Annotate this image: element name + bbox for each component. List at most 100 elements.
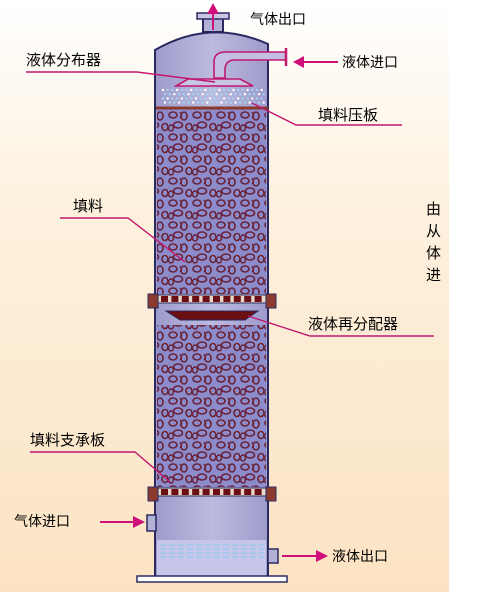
plate-slot: [233, 489, 241, 495]
liquid-redistributor: [164, 310, 260, 321]
plate-slot: [233, 296, 241, 302]
right-margin: [449, 0, 479, 592]
spray-droplet: [227, 88, 230, 92]
bottom-flange-left: [147, 486, 159, 502]
spray-droplet: [204, 97, 207, 100]
bottom-plate-slots: [161, 489, 262, 495]
label-packing-support-plate: 填料支承板: [30, 431, 106, 449]
spray-droplet: [166, 97, 169, 100]
spray-droplet: [173, 93, 176, 96]
spray-droplet: [234, 93, 237, 96]
spray-droplet: [218, 97, 221, 100]
spray-droplet: [220, 101, 223, 104]
spray-droplet: [224, 93, 228, 96]
liquid-outlet-arrowhead: [316, 550, 328, 562]
label-gas-outlet: 气体出口: [250, 12, 306, 28]
spray-droplet: [194, 97, 198, 100]
label-liquid-distributor: 液体分布器: [26, 51, 102, 69]
liquid-inlet-pipe: [213, 51, 285, 79]
spray-droplet: [163, 101, 167, 104]
spray-droplet: [201, 93, 204, 96]
plate-slot: [244, 296, 252, 302]
mid-flange-right: [265, 293, 277, 309]
spray-droplet: [192, 101, 195, 104]
spray-droplet: [185, 88, 188, 92]
spray-droplet: [237, 97, 240, 100]
spray-droplet: [255, 97, 259, 100]
spray-droplet: [246, 97, 249, 100]
spray-droplet: [171, 88, 174, 92]
spray-droplet: [177, 93, 181, 96]
liquid-pool: [157, 540, 266, 578]
spray-droplet: [194, 88, 198, 92]
spray-droplet: [229, 93, 232, 96]
plate-slot: [223, 296, 231, 302]
side-text-line: 从: [426, 222, 442, 240]
mid-flange-left: [147, 293, 159, 309]
spray-droplet: [215, 93, 218, 96]
gas-outlet-arrowhead: [207, 3, 219, 14]
spray-droplet: [248, 101, 251, 104]
label-liquid-redistributor: 液体再分配器: [308, 315, 399, 333]
spray-droplet: [232, 88, 235, 92]
spray-droplet: [251, 88, 254, 92]
leader-liquid-redistributor: [247, 315, 434, 337]
liquid-pool-waves: [160, 544, 264, 558]
spray-droplet: [229, 101, 232, 104]
spray-droplet: [215, 101, 218, 104]
liquid-inlet-arrowhead: [293, 56, 304, 68]
spray-droplet: [175, 88, 179, 92]
plate-slot: [192, 296, 200, 302]
plate-slot: [181, 489, 189, 495]
liquid-spray: [161, 88, 265, 104]
bottom-flange-right: [265, 486, 277, 502]
mid-support-plate: [157, 294, 267, 304]
spray-droplet: [196, 93, 200, 96]
label-liquid-outlet: 液体出口: [332, 549, 388, 565]
spray-droplet: [243, 93, 247, 96]
spray-droplet: [187, 93, 190, 96]
spray-droplet: [177, 101, 181, 104]
spray-droplet: [251, 97, 254, 100]
plate-slot: [171, 296, 179, 302]
spray-droplet: [239, 93, 242, 96]
plate-slot: [213, 489, 220, 495]
plate-slot: [254, 296, 262, 302]
spray-droplet: [213, 97, 216, 100]
spray-droplet: [196, 101, 200, 104]
spray-droplet: [168, 101, 171, 104]
mid-plate-slots: [161, 296, 262, 302]
spray-droplet: [201, 101, 204, 104]
base-skirt: [136, 575, 288, 583]
spray-droplet: [163, 93, 167, 96]
spray-droplet: [257, 101, 261, 104]
spray-droplet: [241, 97, 245, 100]
spray-droplet: [210, 93, 214, 96]
leader-packing: [60, 217, 186, 263]
packing-support-plate: [157, 487, 267, 497]
spray-droplet: [168, 93, 171, 96]
plate-slot: [202, 296, 210, 302]
spray-droplet: [185, 97, 188, 100]
spray-droplet: [210, 101, 214, 104]
plate-slot: [244, 489, 252, 495]
spray-droplet: [222, 88, 226, 92]
side-text-line: 进: [426, 266, 442, 284]
spray-droplet: [187, 101, 190, 104]
spray-droplet: [173, 101, 176, 104]
spray-droplet: [227, 97, 230, 100]
label-packing-press-plate: 填料压板: [318, 106, 379, 124]
spray-droplet: [166, 88, 169, 92]
spray-droplet: [199, 97, 202, 100]
spray-droplet: [182, 101, 185, 104]
spray-droplet: [237, 88, 240, 92]
spray-droplet: [218, 88, 221, 92]
spray-droplet: [243, 101, 247, 104]
label-liquid-inlet: 液体进口: [342, 55, 398, 71]
plate-slot: [223, 489, 231, 495]
spray-droplet: [224, 101, 228, 104]
plate-slot: [161, 489, 168, 495]
spray-droplet: [208, 97, 212, 100]
spray-droplet: [204, 88, 207, 92]
